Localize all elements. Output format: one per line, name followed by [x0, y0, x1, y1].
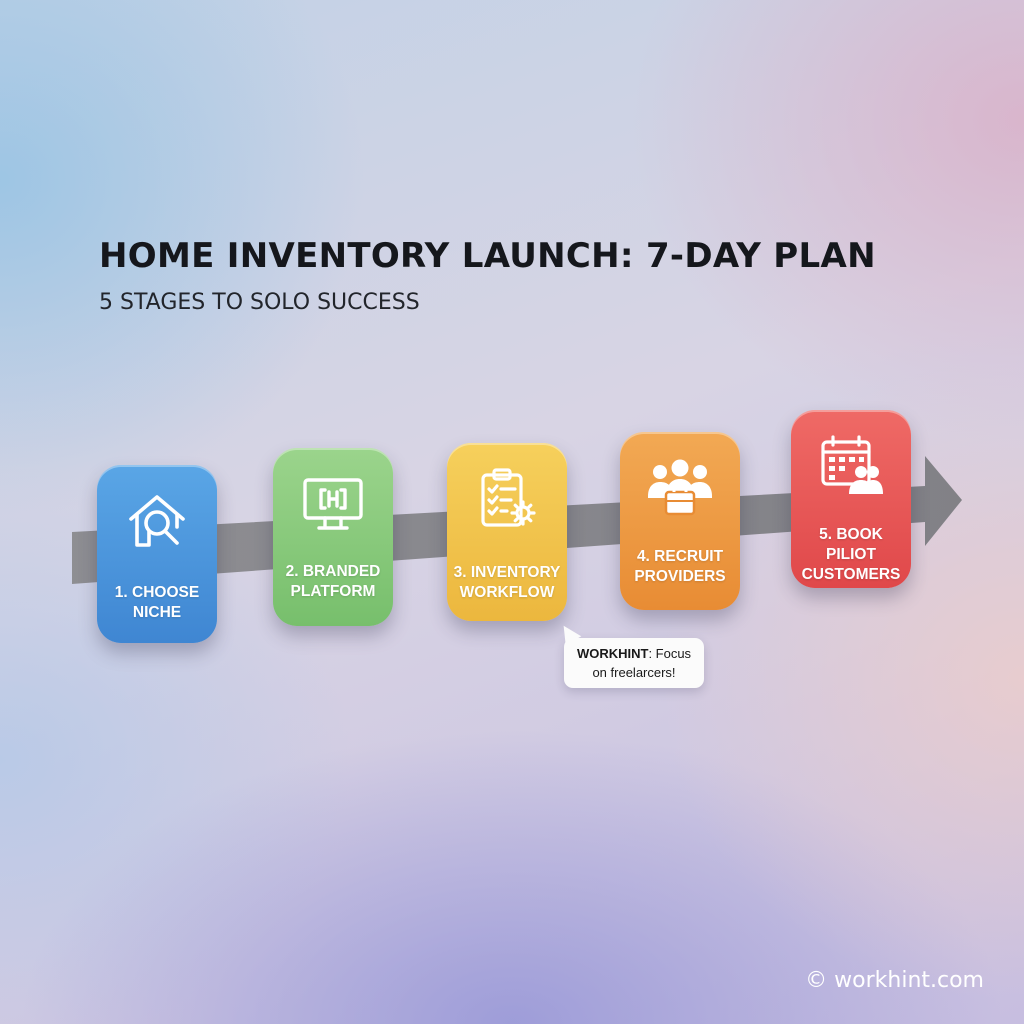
- team-briefcase-icon: [620, 446, 740, 530]
- stage-label: 1. CHOOSE NICHE: [114, 584, 200, 621]
- monitor-icon: [273, 462, 393, 546]
- tip-text: : Focus: [648, 646, 692, 661]
- calendar-people-icon: [791, 424, 911, 508]
- clipboard-gear-icon: [447, 457, 567, 541]
- diagram-subtitle: 5 STAGES TO SOLO SUCCESS: [99, 290, 420, 315]
- tip-text-line2: on freelarcers!: [592, 665, 676, 680]
- tip-callout: WORKHINT: Focus on freelarcers!: [564, 638, 704, 688]
- tip-brand: WORKHINT: [576, 646, 649, 661]
- house-search-icon: [97, 479, 217, 563]
- diagram-title: HOME INVENTORY LAUNCH: 7-DAY PLAN: [99, 236, 876, 276]
- footer-copyright: © workhint.com: [805, 968, 984, 993]
- stage-card-choose-niche[interactable]: 1. CHOOSE NICHE: [97, 465, 217, 643]
